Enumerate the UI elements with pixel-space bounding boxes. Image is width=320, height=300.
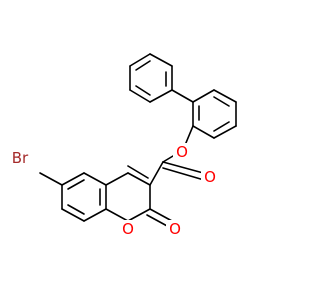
- bond: [146, 214, 170, 228]
- bond: [105, 208, 129, 222]
- bond: [67, 179, 85, 190]
- right-phenyl-ring: [192, 89, 237, 139]
- bond: [149, 53, 173, 67]
- top-phenyl-ring: [129, 53, 173, 103]
- ring-oxygen-label: O: [122, 220, 134, 238]
- bond: [149, 161, 164, 186]
- bond: [83, 208, 107, 222]
- bond: [83, 172, 107, 186]
- bond: [213, 121, 230, 132]
- bond: [213, 96, 230, 107]
- bond: [127, 165, 149, 179]
- bond: [149, 208, 173, 222]
- bond: [135, 85, 151, 96]
- bond: [149, 89, 173, 103]
- benzo-ring: [61, 172, 107, 222]
- bond: [127, 208, 151, 222]
- bond: [192, 89, 215, 103]
- ester-carbonyl-oxygen-label: O: [204, 168, 216, 186]
- bond: [39, 172, 63, 186]
- bond: [61, 208, 85, 222]
- bond: [67, 204, 85, 215]
- atom-labels: Br O O O O: [10, 143, 219, 238]
- bond: [129, 53, 151, 67]
- lactone-oxygen-label: O: [169, 220, 181, 238]
- ester-oxygen-label: O: [176, 143, 188, 161]
- bond: [213, 125, 237, 139]
- bond: [127, 172, 151, 186]
- bond: [192, 125, 215, 139]
- bond: [162, 167, 205, 181]
- molecule-diagram: Br O O O O: [10, 53, 237, 238]
- bond: [171, 89, 194, 103]
- bond: [105, 172, 129, 186]
- bond: [135, 60, 151, 71]
- bromine-label: Br: [12, 149, 29, 167]
- bond: [213, 89, 237, 103]
- bond: [129, 89, 151, 103]
- pyranone-ring: [105, 165, 151, 222]
- bond: [162, 161, 208, 175]
- bond: [61, 172, 85, 186]
